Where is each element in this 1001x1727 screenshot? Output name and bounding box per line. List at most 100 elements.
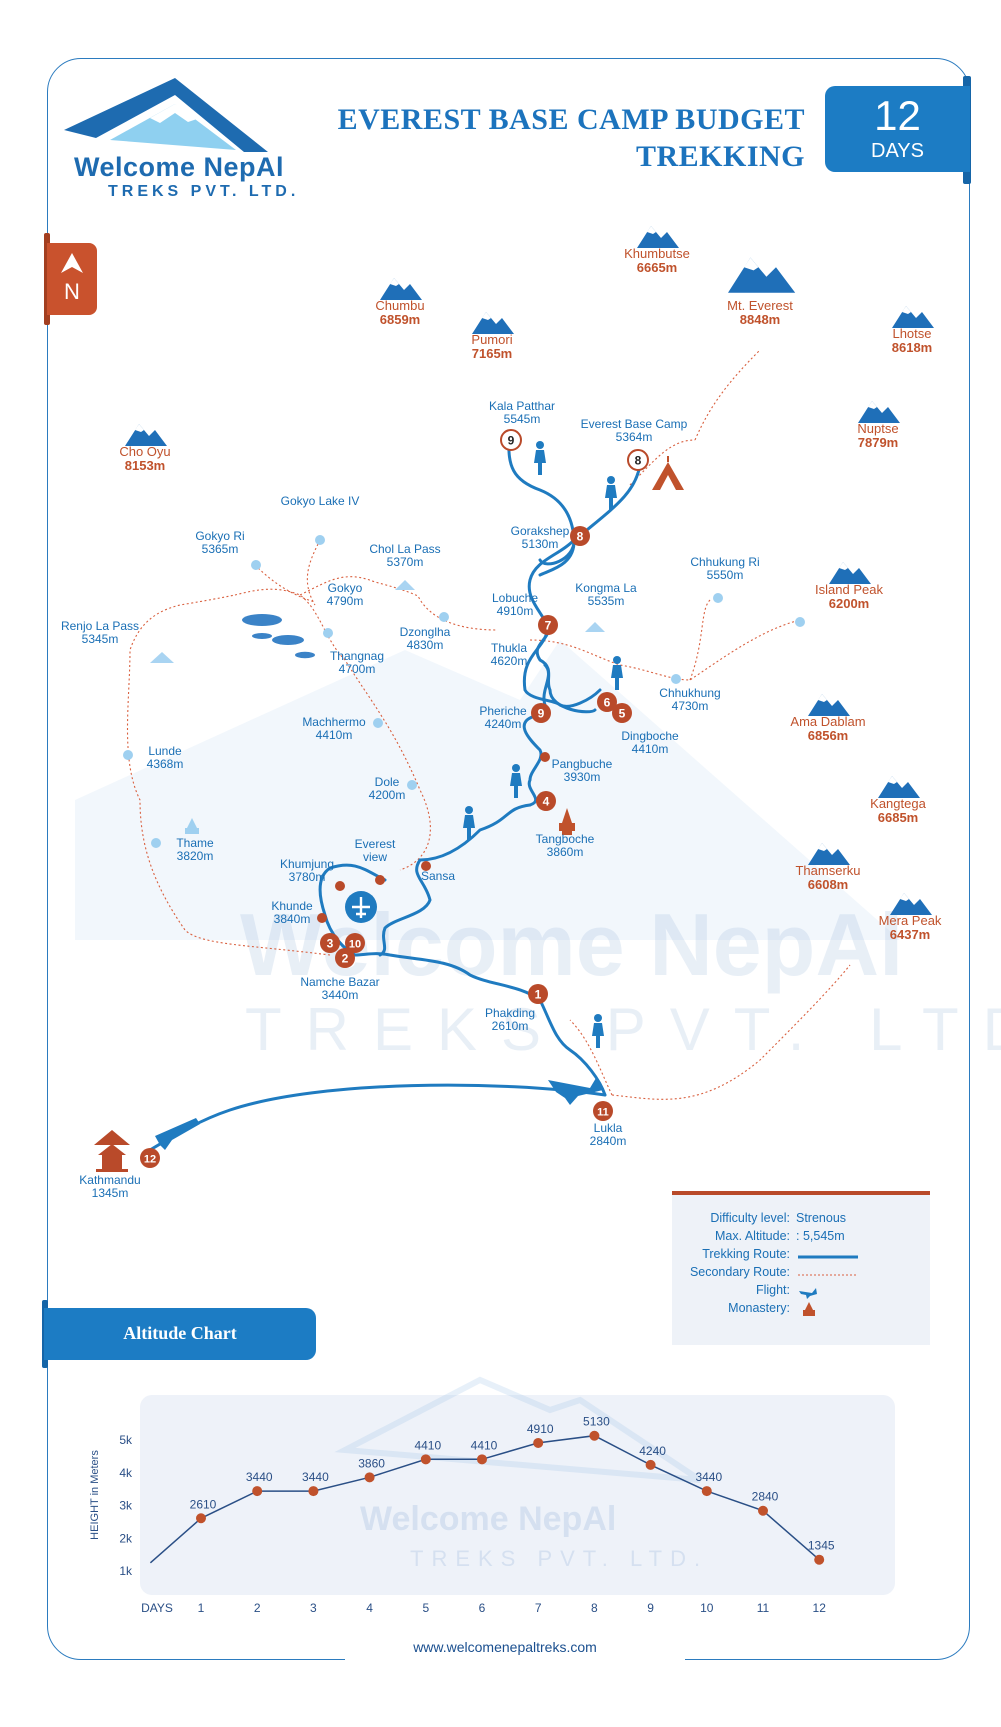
peak-altitude: 8848m (740, 312, 780, 327)
peak-name: Khumbutse (624, 246, 690, 261)
peak-name: Nuptse (857, 421, 898, 436)
place-name: Dingboche (621, 729, 679, 743)
place-altitude: 3820m (177, 849, 214, 863)
legend-altitude-label: Max. Altitude: (714, 1229, 790, 1243)
y-tick-label: 2k (119, 1531, 133, 1545)
altitude-point (364, 1472, 375, 1483)
legend-difficulty-label: Difficulty level: (710, 1211, 790, 1225)
altitude-value-label: 5130 (583, 1415, 610, 1429)
days-label: DAYS (871, 140, 924, 162)
peak-altitude: 6859m (380, 312, 420, 327)
place-name: Thame (176, 836, 214, 850)
altitude-point (308, 1486, 319, 1497)
watermark-sub: TREKS PVT. LTD. (245, 996, 1001, 1063)
map-legend: Difficulty level: Max. Altitude: Trekkin… (672, 1195, 930, 1345)
altitude-point (252, 1486, 263, 1497)
peak-altitude: 7879m (858, 435, 898, 450)
north-label: N (64, 279, 80, 304)
altitude-value-label: 2840 (752, 1490, 779, 1504)
stop-number: 6 (604, 696, 611, 710)
peak-name: Island Peak (815, 582, 883, 597)
altitude-value-label: 3440 (695, 1470, 722, 1484)
place-altitude: 4410m (316, 728, 353, 742)
peak-icon (829, 562, 871, 584)
place-name: Everest (355, 837, 396, 851)
place-name: Khumjung (280, 857, 334, 871)
x-tick-label: 2 (254, 1601, 261, 1615)
place-name: Lobuche (492, 591, 538, 605)
legend-trek-line (798, 1255, 858, 1259)
place-name: Khunde (271, 899, 313, 913)
place-altitude: 3930m (564, 770, 601, 784)
altitude-value-label: 4410 (471, 1438, 498, 1452)
peak-icon (878, 776, 920, 798)
y-tick-label: 3k (119, 1499, 133, 1513)
poster-title-line1: EVEREST BASE CAMP BUDGET (337, 103, 805, 136)
place-name: Gorakshep (511, 524, 570, 538)
stop-marker: 7 (538, 615, 558, 635)
place-name: Namche Bazar (300, 975, 379, 989)
altitude-value-label: 2610 (190, 1497, 217, 1511)
footer-url[interactable]: www.welcomenepaltreks.com (413, 1639, 597, 1655)
legend-secondary-label: Secondary Route: (689, 1265, 790, 1279)
x-tick-label: 4 (366, 1601, 373, 1615)
stop-marker: 3 (320, 933, 340, 953)
stop-marker: 8 (570, 526, 590, 546)
chart-watermark-name: Welcome NepAl (360, 1500, 616, 1538)
peak-name: Thamserku (795, 863, 860, 878)
place-altitude: 4410m (632, 742, 669, 756)
airport-icon (345, 891, 377, 923)
stop-marker: 12 (140, 1148, 160, 1168)
kathmandu-pagoda-icon (94, 1130, 130, 1172)
gokyo-lakes (242, 614, 315, 659)
legend-trek-label: Trekking Route: (702, 1247, 790, 1261)
place-altitude: 5345m (82, 632, 119, 646)
peak-name: Ama Dablam (790, 714, 865, 729)
place-name: Dole (375, 775, 400, 789)
peak-icon (728, 257, 796, 293)
stop-number: 7 (545, 619, 552, 633)
stop-number: 10 (349, 939, 361, 951)
altitude-point (645, 1459, 656, 1470)
place-altitude: 4700m (339, 662, 376, 676)
place-altitude: 5545m (504, 412, 541, 426)
x-tick-label: 11 (757, 1601, 770, 1615)
altitude-point (477, 1454, 487, 1465)
chart-watermark (334, 1376, 702, 1483)
place-altitude: 4240m (485, 717, 522, 731)
peak-altitude: 6685m (878, 810, 918, 825)
peak-name: Cho Oyu (119, 444, 170, 459)
place-name: Pangbuche (552, 757, 613, 771)
stop-marker: 10 (345, 933, 365, 953)
stop-number: 4 (543, 795, 550, 809)
place-name: Kathmandu (79, 1173, 140, 1187)
altitude-value-label: 4240 (639, 1444, 666, 1458)
altitude-point (533, 1437, 544, 1448)
stop-number: 1 (535, 988, 542, 1002)
secondary-routes (126, 349, 851, 1100)
peak-icon (637, 226, 679, 248)
place-name: Lunde (148, 744, 182, 758)
stop-number: 9 (508, 434, 515, 448)
place-altitude: 4200m (369, 788, 406, 802)
place-name: Everest Base Camp (581, 417, 688, 431)
altitude-chart-panel (140, 1395, 895, 1595)
poster-title-line2: TREKKING (635, 140, 805, 173)
altitude-point (420, 1454, 431, 1465)
place-name: Chhukhung (659, 686, 720, 700)
peak-altitude: 8153m (125, 458, 165, 473)
peak-name: Kangtega (870, 796, 926, 811)
place-altitude: 4620m (491, 654, 528, 668)
place-name: Tangboche (536, 832, 595, 846)
stop-number: 3 (327, 937, 334, 951)
monastery-icon (559, 808, 575, 835)
y-tick-label: 1k (119, 1564, 133, 1578)
place-altitude: 4830m (407, 638, 444, 652)
altitude-points (196, 1430, 825, 1565)
stop-number: 9 (538, 707, 545, 721)
